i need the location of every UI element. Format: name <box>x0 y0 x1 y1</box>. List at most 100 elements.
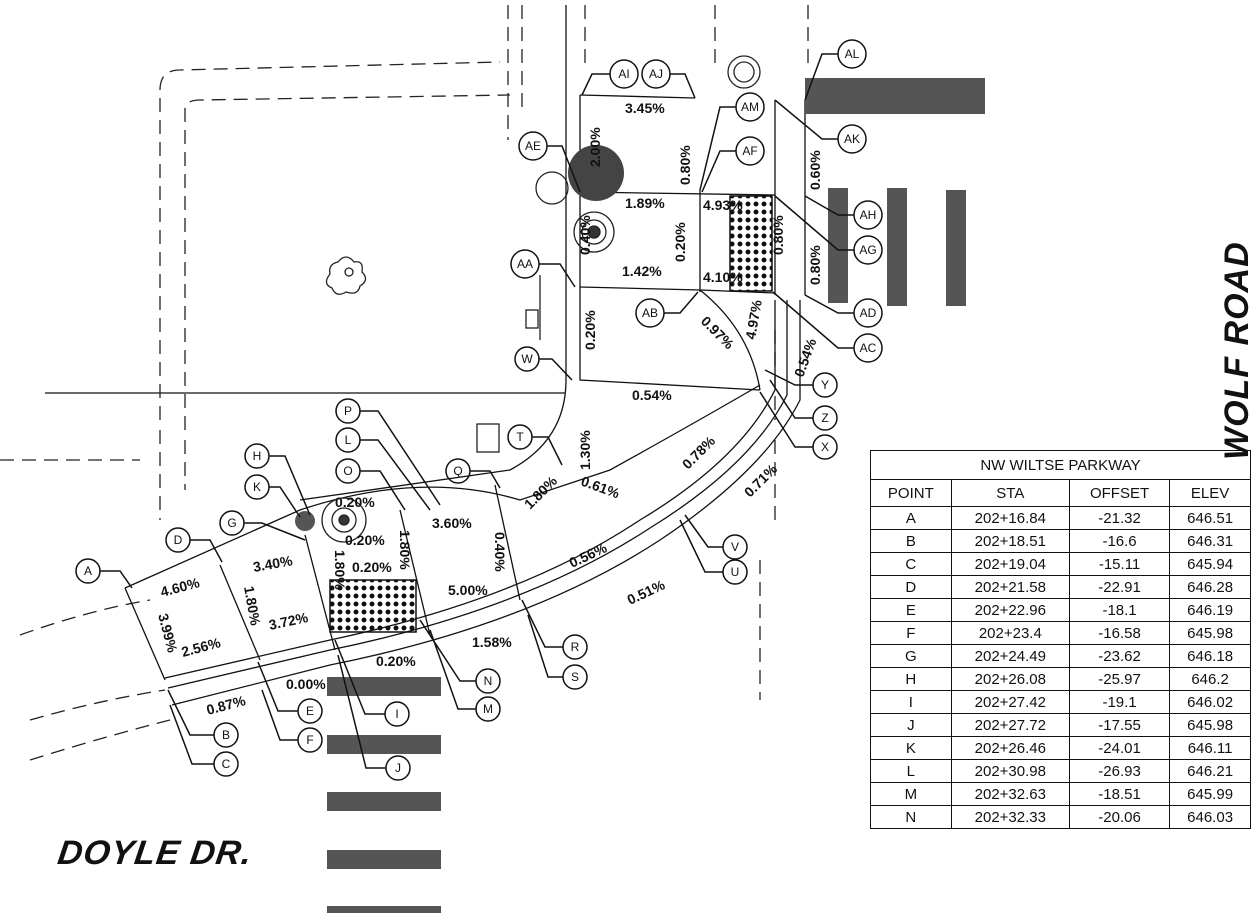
callout-AB: AB <box>635 291 699 328</box>
table-cell: N <box>870 805 952 829</box>
slope-label: 3.60% <box>432 515 472 531</box>
table-cell: -20.06 <box>1068 805 1171 829</box>
slope-label: 0.20% <box>345 532 385 548</box>
callout-A: A <box>75 558 133 589</box>
svg-text:AL: AL <box>845 47 860 61</box>
callout-D: D <box>165 527 223 563</box>
table-cell: 646.31 <box>1169 529 1251 553</box>
table-cell: 646.11 <box>1169 736 1251 760</box>
table-cell: 202+23.4 <box>950 621 1070 645</box>
table-cell: 202+32.33 <box>950 805 1070 829</box>
slope-label: 1.42% <box>622 263 662 279</box>
callout-H: H <box>244 443 311 516</box>
svg-text:B: B <box>222 728 230 742</box>
table-cell: L <box>870 759 952 783</box>
crosswalk-bars <box>327 78 985 913</box>
callout-AA: AA <box>510 249 576 288</box>
table-cell: C <box>870 552 952 576</box>
svg-text:H: H <box>253 449 262 463</box>
table-cell: -16.6 <box>1068 529 1171 553</box>
slope-label: 0.20% <box>352 559 392 575</box>
callout-F: F <box>261 689 323 753</box>
table-cell: 646.21 <box>1169 759 1251 783</box>
column-header: ELEV <box>1169 479 1251 507</box>
callout-AE: AE <box>518 131 581 193</box>
table-cell: 646.18 <box>1169 644 1251 668</box>
callout-AD: AD <box>804 294 883 328</box>
table-cell: -22.91 <box>1068 575 1171 599</box>
table-cell: 646.2 <box>1169 667 1251 691</box>
svg-text:C: C <box>222 757 231 771</box>
svg-text:AM: AM <box>741 100 759 114</box>
callout-Z: Z <box>769 379 838 431</box>
svg-text:AJ: AJ <box>649 67 663 81</box>
slope-label: 0.60% <box>807 150 823 190</box>
table-cell: 645.99 <box>1169 782 1251 806</box>
svg-text:AK: AK <box>844 132 860 146</box>
slope-label: 0.80% <box>807 245 823 285</box>
svg-text:K: K <box>253 480 261 494</box>
table-cell: -18.51 <box>1068 782 1171 806</box>
street-label-wolf: WOLF ROAD <box>1218 241 1251 460</box>
solid-lines <box>45 5 806 501</box>
slope-label: 1.30% <box>577 430 593 470</box>
slope-label: 0.20% <box>582 310 598 350</box>
callout-P: P <box>335 398 441 506</box>
table-cell: 646.19 <box>1169 598 1251 622</box>
svg-text:F: F <box>306 733 313 747</box>
table-cell: 645.98 <box>1169 621 1251 645</box>
svg-text:AC: AC <box>860 341 877 355</box>
svg-text:AG: AG <box>859 243 876 257</box>
callout-T: T <box>507 424 563 466</box>
table-cell: -19.1 <box>1068 690 1171 714</box>
svg-text:M: M <box>483 702 493 716</box>
slope-label: 0.54% <box>632 387 672 403</box>
table-cell: D <box>870 575 952 599</box>
svg-text:AD: AD <box>860 306 877 320</box>
street-label-doyle: DOYLE DR. <box>55 834 255 872</box>
table-cell: 646.51 <box>1169 506 1251 530</box>
callout-W: W <box>514 346 573 381</box>
svg-text:AF: AF <box>742 144 757 158</box>
table-cell: 646.02 <box>1169 690 1251 714</box>
table-cell: 202+19.04 <box>950 552 1070 576</box>
callout-M: M <box>429 629 501 722</box>
slope-label: 0.20% <box>672 222 688 262</box>
table-cell: -23.62 <box>1068 644 1171 668</box>
callout-AC: AC <box>772 291 883 363</box>
table-cell: 202+30.98 <box>950 759 1070 783</box>
slope-label: 1.80% <box>241 585 264 627</box>
table-cell: 202+24.49 <box>950 644 1070 668</box>
svg-text:O: O <box>343 464 352 478</box>
svg-text:N: N <box>484 674 493 688</box>
table-cell: -18.1 <box>1068 598 1171 622</box>
table-cell: 645.98 <box>1169 713 1251 737</box>
callout-L: L <box>335 427 431 511</box>
table-cell: 202+27.72 <box>950 713 1070 737</box>
svg-text:D: D <box>174 533 183 547</box>
slope-label: 0.40% <box>577 215 593 255</box>
svg-text:G: G <box>227 516 236 530</box>
table-cell: 202+22.96 <box>950 598 1070 622</box>
callout-Y: Y <box>764 369 838 398</box>
svg-text:Q: Q <box>453 464 462 478</box>
dashed-lines <box>0 5 809 761</box>
callout-AM: AM <box>699 92 765 191</box>
table-cell: -15.11 <box>1068 552 1171 576</box>
table-cell: -25.97 <box>1068 667 1171 691</box>
callout-V: V <box>684 514 748 560</box>
svg-text:AH: AH <box>860 208 877 222</box>
svg-text:S: S <box>571 670 579 684</box>
svg-text:J: J <box>395 761 401 775</box>
